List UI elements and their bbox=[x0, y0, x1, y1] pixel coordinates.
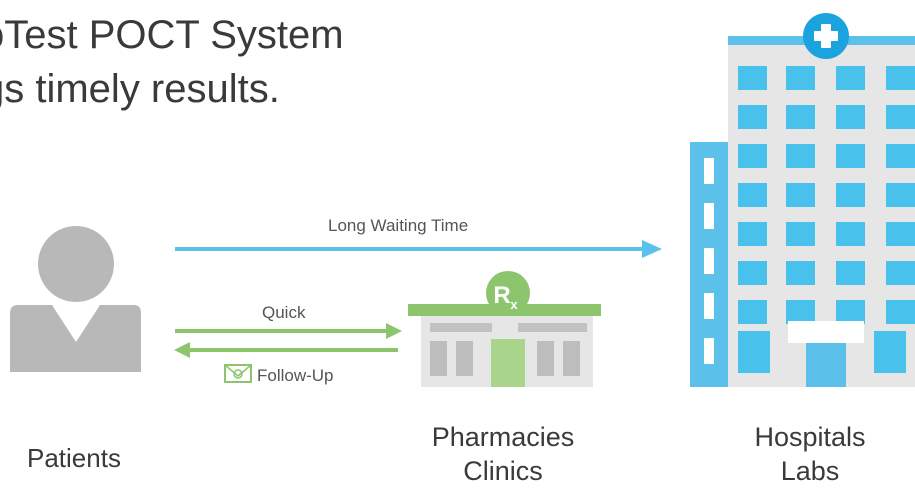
hospital-window bbox=[886, 183, 915, 207]
hospital-window bbox=[786, 183, 815, 207]
hospital-window bbox=[836, 300, 865, 324]
hospital-window bbox=[786, 300, 815, 324]
hospital-window bbox=[738, 222, 767, 246]
hospital-window bbox=[738, 66, 767, 90]
hospital-window bbox=[786, 66, 815, 90]
hospital-window bbox=[836, 222, 865, 246]
hospitals-label-line-2: Labs bbox=[780, 456, 840, 486]
long-waiting-label: Long Waiting Time bbox=[328, 216, 469, 235]
hospital-window bbox=[738, 105, 767, 129]
follow-up-arrow bbox=[174, 342, 398, 358]
hospital-window bbox=[786, 144, 815, 168]
hospital-window bbox=[886, 222, 915, 246]
pharmacy-icon: R x bbox=[408, 271, 601, 387]
person-icon bbox=[10, 226, 141, 372]
headline-line-1: oTest POCT System bbox=[0, 13, 344, 57]
long-waiting-arrow bbox=[175, 240, 662, 258]
hospital-window bbox=[836, 144, 865, 168]
headline: oTest POCT System gs timely results. bbox=[0, 8, 344, 116]
svg-text:x: x bbox=[510, 297, 518, 312]
envelope-icon bbox=[224, 364, 252, 383]
hospital-window bbox=[738, 300, 767, 324]
hospital-window bbox=[836, 261, 865, 285]
hospital-icon bbox=[690, 13, 915, 387]
follow-up-label: Follow-Up bbox=[257, 366, 334, 385]
hospital-window bbox=[886, 261, 915, 285]
hospital-window bbox=[738, 144, 767, 168]
hospital-window bbox=[836, 66, 865, 90]
hospital-window bbox=[886, 300, 915, 324]
hospital-window bbox=[786, 261, 815, 285]
pharmacies-label: Pharmacies Clinics bbox=[418, 420, 588, 488]
pharmacies-label-line-2: Clinics bbox=[463, 456, 543, 486]
quick-label: Quick bbox=[262, 303, 306, 322]
hospital-window bbox=[738, 261, 767, 285]
rx-badge: R bbox=[493, 282, 510, 309]
hospital-window bbox=[886, 66, 915, 90]
patients-label: Patients bbox=[27, 443, 121, 473]
pharmacies-label-line-1: Pharmacies bbox=[431, 422, 575, 452]
quick-arrow bbox=[175, 323, 402, 339]
hospitals-label: Hospitals Labs bbox=[745, 420, 875, 488]
hospitals-label-line-1: Hospitals bbox=[754, 422, 866, 452]
hospital-window bbox=[836, 183, 865, 207]
hospital-window bbox=[786, 222, 815, 246]
hospital-window bbox=[738, 183, 767, 207]
medical-cross-icon bbox=[803, 13, 849, 59]
headline-line-2: gs timely results. bbox=[0, 67, 280, 111]
hospital-window bbox=[886, 105, 915, 129]
hospital-window bbox=[786, 105, 815, 129]
hospital-window bbox=[836, 105, 865, 129]
hospital-window bbox=[886, 144, 915, 168]
